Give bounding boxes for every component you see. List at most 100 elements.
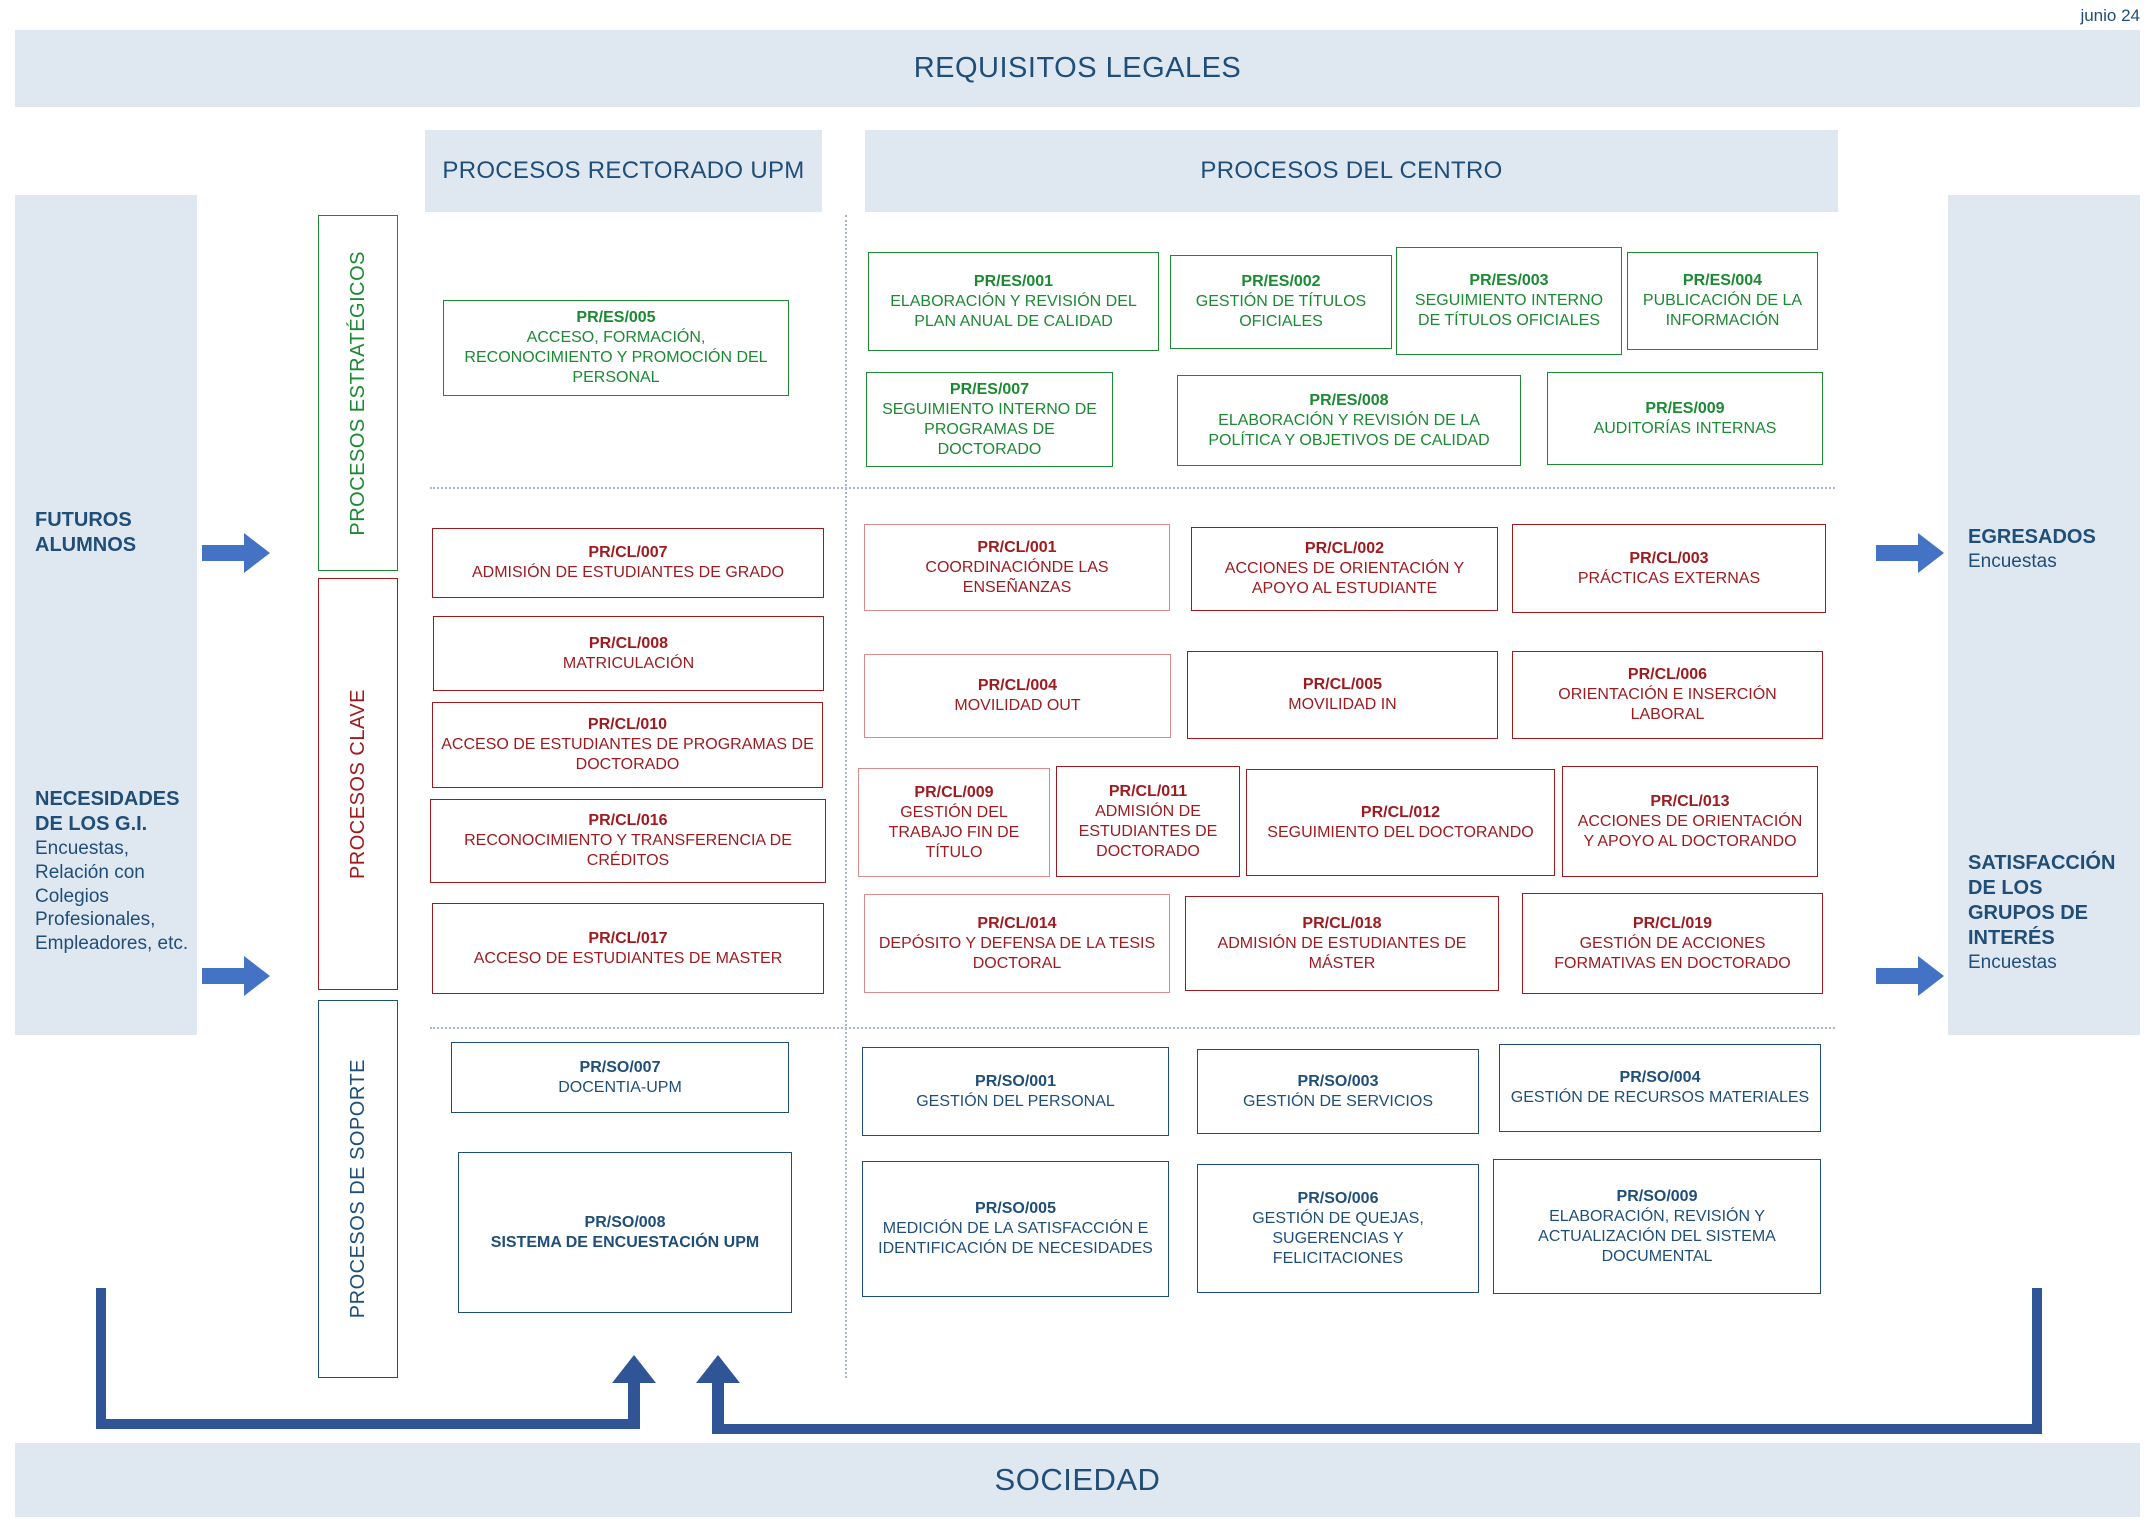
futuros-flow-arrow-icon	[202, 533, 270, 573]
process-box-pr-cl-016: PR/CL/016 RECONOCIMIENTO Y TRANSFERENCIA…	[430, 799, 826, 883]
process-box-pr-cl-002: PR/CL/002 ACCIONES DE ORIENTACIÓN Y APOY…	[1191, 527, 1498, 611]
process-code: PR/ES/002	[1241, 273, 1321, 290]
process-code: PR/SO/001	[975, 1072, 1056, 1090]
right-stakeholders-panel: EGRESADOS Encuestas SATISFACCIÓN DE LOS …	[1948, 195, 2140, 1035]
process-title: DOCENTIA-UPM	[558, 1078, 682, 1096]
process-title: ELABORACIÓN Y REVISIÓN DEL PLAN ANUAL DE…	[890, 292, 1137, 330]
process-code: PR/CL/017	[588, 929, 668, 947]
arrow-shaft	[1876, 545, 1918, 561]
process-code: PR/CL/007	[588, 544, 668, 561]
arrow-shaft	[202, 545, 244, 561]
process-code: PR/CL/016	[588, 812, 668, 829]
process-title: ACCIONES DE ORIENTACIÓN Y APOYO AL DOCTO…	[1577, 812, 1803, 850]
lane-procesos-soporte: PROCESOS DE SOPORTE	[318, 1000, 398, 1378]
header-procesos-rectorado-label: PROCESOS RECTORADO UPM	[442, 157, 805, 184]
process-code: PR/CL/003	[1629, 549, 1709, 567]
process-box-pr-so-001: PR/SO/001 GESTIÓN DEL PERSONAL	[862, 1047, 1169, 1136]
process-code: PR/CL/008	[588, 634, 669, 652]
process-title: PRÁCTICAS EXTERNAS	[1577, 569, 1761, 587]
process-code: PR/SO/005	[975, 1200, 1056, 1217]
necesidades-text: NECESIDADES DE LOS G.I. Encuestas, Relac…	[35, 787, 191, 956]
column-separator-dotted-line	[845, 215, 847, 1378]
process-code: PR/ES/005	[576, 309, 656, 326]
process-box-pr-es-002: PR/ES/002 GESTIÓN DE TÍTULOS OFICIALES	[1170, 255, 1392, 349]
process-box-pr-so-006: PR/SO/006 GESTIÓN DE QUEJAS, SUGERENCIAS…	[1197, 1164, 1479, 1293]
process-code: PR/CL/019	[1632, 914, 1713, 932]
process-box-pr-es-005: PR/ES/005 ACCESO, FORMACIÓN, RECONOCIMIE…	[443, 300, 789, 396]
lane-procesos-estrategicos-label: PROCESOS ESTRATÉGICOS	[346, 250, 369, 536]
process-code: PR/SO/008	[584, 1213, 666, 1231]
left-up-arrow-icon	[612, 1355, 656, 1429]
process-box-pr-cl-019: PR/CL/019 GESTIÓN DE ACCIONES FORMATIVAS…	[1522, 893, 1823, 994]
egresados-body: Encuestas	[1968, 551, 2057, 572]
process-code: PR/CL/002	[1304, 540, 1385, 557]
process-code: PR/SO/007	[579, 1058, 661, 1076]
arrow-shaft	[202, 968, 244, 984]
futuros-alumnos-text: FUTUROS ALUMNOS	[35, 508, 191, 558]
process-code: PR/CL/014	[977, 914, 1057, 932]
process-code: PR/CL/012	[1360, 803, 1441, 821]
process-code: PR/CL/013	[1650, 792, 1730, 810]
satisfaccion-flow-arrow-icon	[1876, 956, 1944, 996]
process-code: PR/CL/001	[977, 538, 1057, 556]
process-title: MOVILIDAD IN	[1288, 696, 1397, 713]
process-title: ACCESO DE ESTUDIANTES DE MASTER	[473, 949, 783, 967]
process-title: PUBLICACIÓN DE LA INFORMACIÓN	[1642, 292, 1803, 329]
arrow-head	[696, 1355, 740, 1383]
necesidades-body: Encuestas, Relación con Colegios Profesi…	[35, 838, 189, 954]
process-code: PR/ES/008	[1309, 391, 1389, 409]
right-up-arrow-icon	[696, 1355, 740, 1434]
process-code: PR/CL/006	[1627, 666, 1708, 683]
process-code: PR/CL/005	[1302, 676, 1383, 693]
process-title: SEGUIMIENTO DEL DOCTORANDO	[1267, 823, 1534, 841]
process-box-pr-cl-001: PR/CL/001 COORDINACIÓNDE LAS ENSEÑANZAS	[864, 524, 1170, 611]
process-code: PR/ES/001	[973, 272, 1054, 290]
arrow-head	[244, 533, 270, 573]
process-box-pr-cl-003: PR/CL/003 PRÁCTICAS EXTERNAS	[1512, 524, 1826, 613]
clave-soporte-separator	[430, 1027, 1835, 1029]
process-box-pr-cl-011: PR/CL/011 ADMISIÓN DE ESTUDIANTES DE DOC…	[1056, 766, 1240, 877]
left-connector-vertical-line	[96, 1288, 106, 1428]
process-code: PR/CL/010	[587, 716, 668, 733]
process-box-pr-so-004: PR/SO/004 GESTIÓN DE RECURSOS MATERIALES	[1499, 1044, 1821, 1132]
egresados-text: EGRESADOS Encuestas	[1968, 525, 2134, 574]
process-box-pr-es-004: PR/ES/004 PUBLICACIÓN DE LA INFORMACIÓN	[1627, 252, 1818, 350]
process-box-pr-es-007: PR/ES/007 SEGUIMIENTO INTERNO DE PROGRAM…	[866, 372, 1113, 467]
process-box-pr-so-009: PR/SO/009 ELABORACIÓN, REVISIÓN Y ACTUAL…	[1493, 1159, 1821, 1294]
futuros-alumnos-title: FUTUROS ALUMNOS	[35, 509, 137, 556]
lane-procesos-clave: PROCESOS CLAVE	[318, 578, 398, 990]
process-title: SEGUIMIENTO INTERNO DE PROGRAMAS DE DOCT…	[882, 400, 1097, 458]
process-title: DEPÓSITO Y DEFENSA DE LA TESIS DOCTORAL	[878, 934, 1156, 972]
arrow-shaft	[1876, 968, 1918, 984]
process-box-pr-es-009: PR/ES/009 AUDITORÍAS INTERNAS	[1547, 372, 1823, 465]
right-connector-horizontal-line	[712, 1424, 2042, 1434]
requisitos-legales-banner: REQUISITOS LEGALES	[15, 30, 2140, 107]
process-title: RECONOCIMIENTO Y TRANSFERENCIA DE CRÉDIT…	[464, 832, 792, 869]
process-box-pr-cl-006: PR/CL/006 ORIENTACIÓN E INSERCIÓN LABORA…	[1512, 651, 1823, 739]
process-title: ELABORACIÓN, REVISIÓN Y ACTUALIZACIÓN DE…	[1538, 1207, 1776, 1265]
arrow-head	[244, 956, 270, 996]
lane-procesos-estrategicos: PROCESOS ESTRATÉGICOS	[318, 215, 398, 571]
process-box-pr-es-003: PR/ES/003 SEGUIMIENTO INTERNO DE TÍTULOS…	[1396, 247, 1622, 355]
process-code: PR/CL/018	[1302, 914, 1382, 932]
process-title: AUDITORÍAS INTERNAS	[1593, 419, 1777, 437]
arrow-head	[1918, 533, 1944, 573]
process-code: PR/CL/011	[1108, 782, 1188, 800]
process-box-pr-cl-014: PR/CL/014 DEPÓSITO Y DEFENSA DE LA TESIS…	[864, 894, 1170, 993]
requisitos-legales-label: REQUISITOS LEGALES	[913, 52, 1242, 84]
necesidades-flow-arrow-icon	[202, 956, 270, 996]
process-title: GESTIÓN DE ACCIONES FORMATIVAS EN DOCTOR…	[1554, 934, 1791, 972]
process-box-pr-cl-009: PR/CL/009 GESTIÓN DEL TRABAJO FIN DE TÍT…	[858, 768, 1050, 877]
process-box-pr-es-008: PR/ES/008 ELABORACIÓN Y REVISIÓN DE LA P…	[1177, 375, 1521, 466]
satisfaccion-title: SATISFACCIÓN DE LOS GRUPOS DE INTERÉS	[1968, 852, 2116, 949]
process-title: MEDICIÓN DE LA SATISFACCIÓN E IDENTIFICA…	[878, 1220, 1153, 1257]
arrow-shaft	[712, 1383, 724, 1434]
process-box-pr-so-003: PR/SO/003 GESTIÓN DE SERVICIOS	[1197, 1049, 1479, 1134]
process-title: GESTIÓN DEL TRABAJO FIN DE TÍTULO	[888, 803, 1020, 861]
process-code: PR/CL/004	[977, 677, 1058, 694]
process-box-pr-so-005: PR/SO/005 MEDICIÓN DE LA SATISFACCIÓN E …	[862, 1161, 1169, 1297]
process-box-pr-so-008: PR/SO/008 SISTEMA DE ENCUESTACIÓN UPM	[458, 1152, 792, 1313]
process-title: ADMISIÓN DE ESTUDIANTES DE GRADO	[471, 564, 785, 581]
process-title: SEGUIMIENTO INTERNO DE TÍTULOS OFICIALES	[1414, 292, 1604, 329]
header-procesos-centro: PROCESOS DEL CENTRO	[865, 130, 1838, 212]
